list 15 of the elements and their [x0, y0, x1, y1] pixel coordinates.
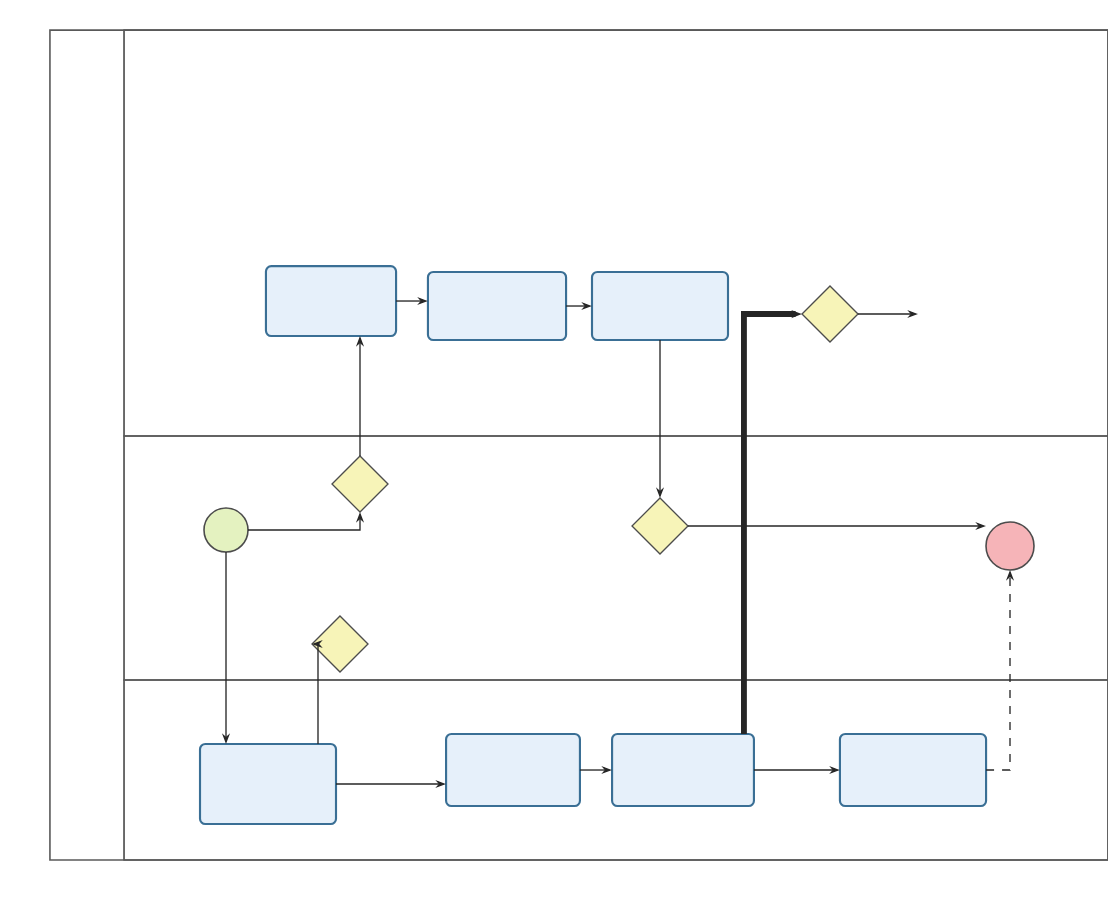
end-event-circle — [985, 521, 1035, 571]
gateway-diamond — [631, 497, 689, 555]
task-box — [838, 732, 988, 808]
task-box — [611, 732, 755, 808]
task-box — [198, 742, 338, 826]
task-box — [445, 732, 581, 808]
gateway-diamond — [311, 615, 369, 673]
start-event-circle — [203, 507, 249, 553]
swimlane — [123, 679, 1108, 861]
gateway-diamond — [801, 285, 859, 343]
task-box — [264, 265, 398, 337]
task-box — [426, 270, 568, 342]
swimlane — [123, 435, 1108, 681]
gateway-diamond — [331, 455, 389, 513]
task-box — [590, 270, 730, 342]
